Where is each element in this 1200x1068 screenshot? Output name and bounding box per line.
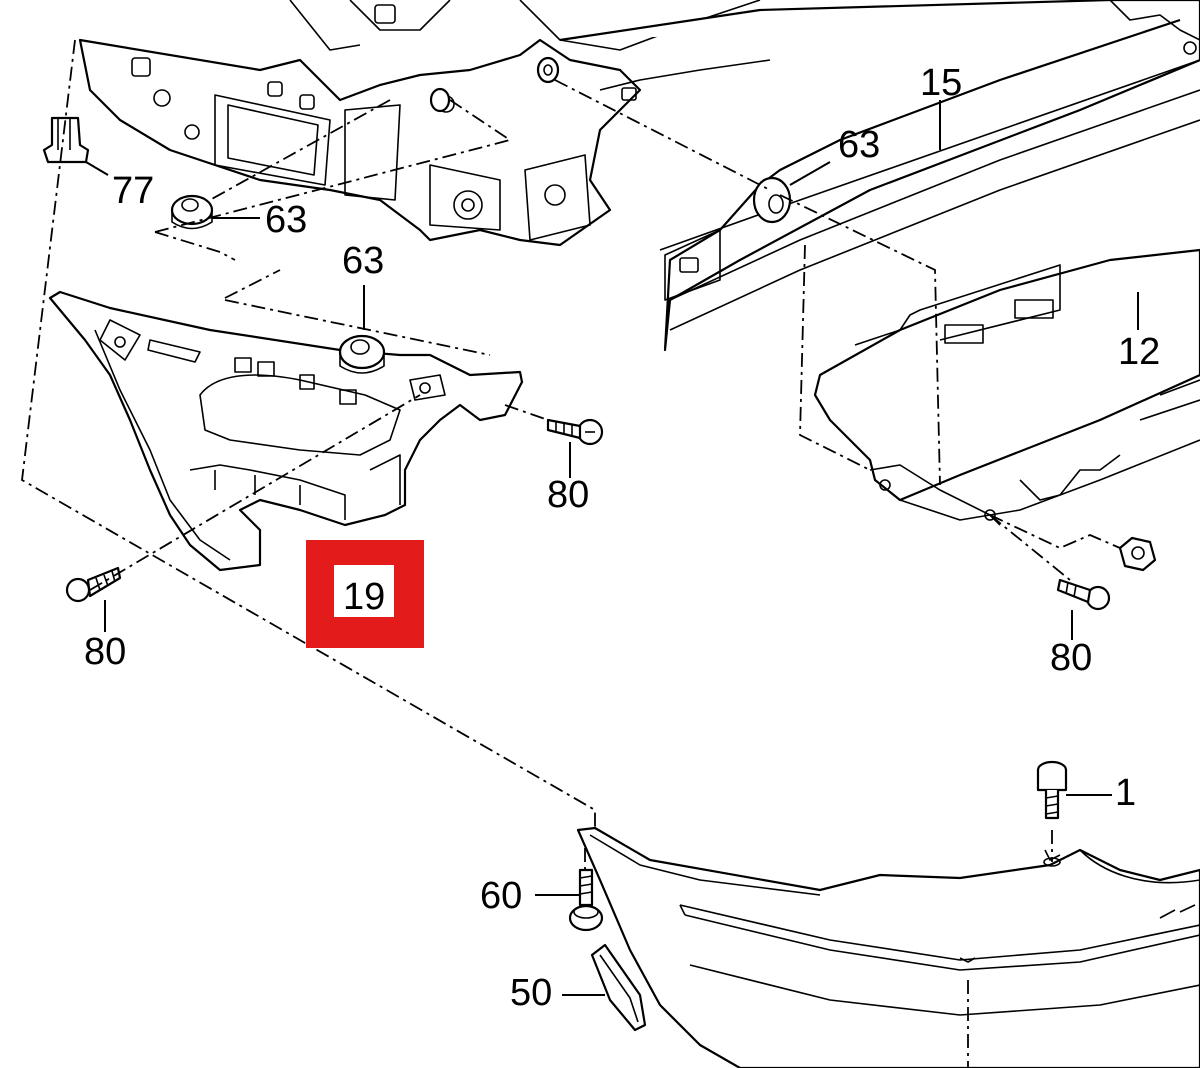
side-bumper-bracket <box>48 290 524 572</box>
assembly-lines <box>21 39 1121 1068</box>
callout-63-center: 63 <box>342 240 384 282</box>
grommet-icon <box>536 56 560 84</box>
screw-icon <box>546 418 604 446</box>
bumper-cover <box>576 826 1200 1068</box>
callout-1: 1 <box>1115 772 1136 814</box>
bolt-icon <box>1036 760 1068 820</box>
callout-50: 50 <box>510 972 552 1014</box>
expanding-nut-icon <box>42 116 90 164</box>
callout-60: 60 <box>480 875 522 917</box>
hex-nut-icon <box>1118 536 1157 572</box>
screw-icon <box>65 566 122 603</box>
grommet-icon <box>170 194 214 230</box>
screw-icon <box>568 868 604 932</box>
highlight-inner <box>334 565 394 617</box>
callout-77: 77 <box>112 170 154 212</box>
callout-80-left: 80 <box>84 631 126 673</box>
grommet-icon <box>429 87 451 113</box>
callout-63-right: 63 <box>838 124 880 166</box>
callout-63-left: 63 <box>265 199 307 241</box>
screw-icon <box>1056 578 1111 611</box>
bumper-crossmember <box>559 0 1200 352</box>
callout-19: 19 <box>343 576 385 618</box>
bumper-clip <box>590 943 647 1032</box>
callout-80-center: 80 <box>547 474 589 516</box>
rear-body-panel <box>78 0 761 247</box>
callout-80-right: 80 <box>1050 637 1092 679</box>
callout-12: 12 <box>1118 331 1160 373</box>
energy-absorber <box>813 248 1200 526</box>
callout-15: 15 <box>920 62 962 104</box>
grommet-icon <box>338 334 386 374</box>
